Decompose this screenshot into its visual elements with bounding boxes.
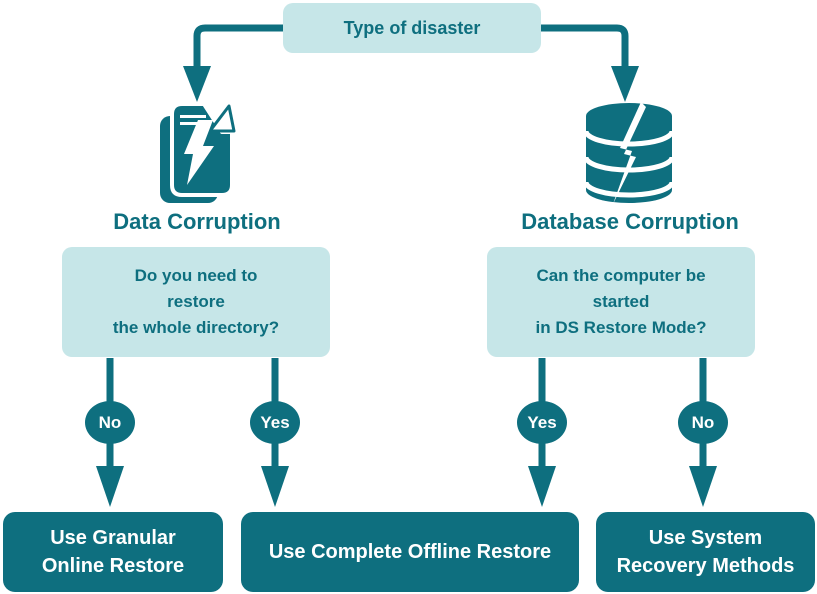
question-line: Do you need to <box>134 266 258 285</box>
arrowhead-right-yes <box>528 466 556 507</box>
outcome-line: Use System <box>648 527 763 549</box>
question-line: started <box>592 292 650 311</box>
outcome-line: Use Complete Offline Restore <box>268 541 552 563</box>
root-label: Type of disaster <box>343 17 481 38</box>
arrowhead-right-no <box>689 466 717 507</box>
decision-badge-yes-left: Yes <box>250 401 300 444</box>
branch-title-database-corruption: Database Corruption <box>521 209 739 234</box>
decision-badge-no-left: No <box>85 401 135 444</box>
connector-root-to-right <box>541 24 629 66</box>
outcome-line: Recovery Methods <box>616 555 795 577</box>
database-lightning-icon <box>583 101 675 205</box>
arrowhead-right-branch <box>611 66 639 102</box>
decision-badge-yes-right: Yes <box>517 401 567 444</box>
arrowhead-left-no <box>96 466 124 507</box>
question-line: in DS Restore Mode? <box>535 318 707 337</box>
decision-label: No <box>98 412 122 432</box>
arrowhead-left-yes <box>261 466 289 507</box>
arrowhead-left-branch <box>183 66 211 102</box>
outcome-box-system-recovery-methods: Use System Recovery Methods <box>596 512 815 592</box>
question-line: the whole directory? <box>112 318 280 337</box>
question-line: restore <box>167 292 225 311</box>
outcome-box-complete-offline-restore: Use Complete Offline Restore <box>241 512 579 592</box>
outcome-box-granular-online-restore: Use Granular Online Restore <box>3 512 223 592</box>
root-node-type-of-disaster: Type of disaster <box>283 3 541 53</box>
outcome-line: Online Restore <box>41 555 185 577</box>
connector-root-to-left <box>193 24 283 66</box>
question-box-right: Can the computer be started in DS Restor… <box>487 247 755 357</box>
decision-label: Yes <box>260 412 290 432</box>
document-lightning-icon <box>159 102 237 205</box>
branch-title-data-corruption: Data Corruption <box>113 209 281 234</box>
decision-label: Yes <box>527 412 557 432</box>
decision-label: No <box>691 412 715 432</box>
question-line: Can the computer be <box>536 266 706 285</box>
decision-badge-no-right: No <box>678 401 728 444</box>
question-box-left: Do you need to restore the whole directo… <box>62 247 330 357</box>
outcome-line: Use Granular <box>50 527 176 549</box>
